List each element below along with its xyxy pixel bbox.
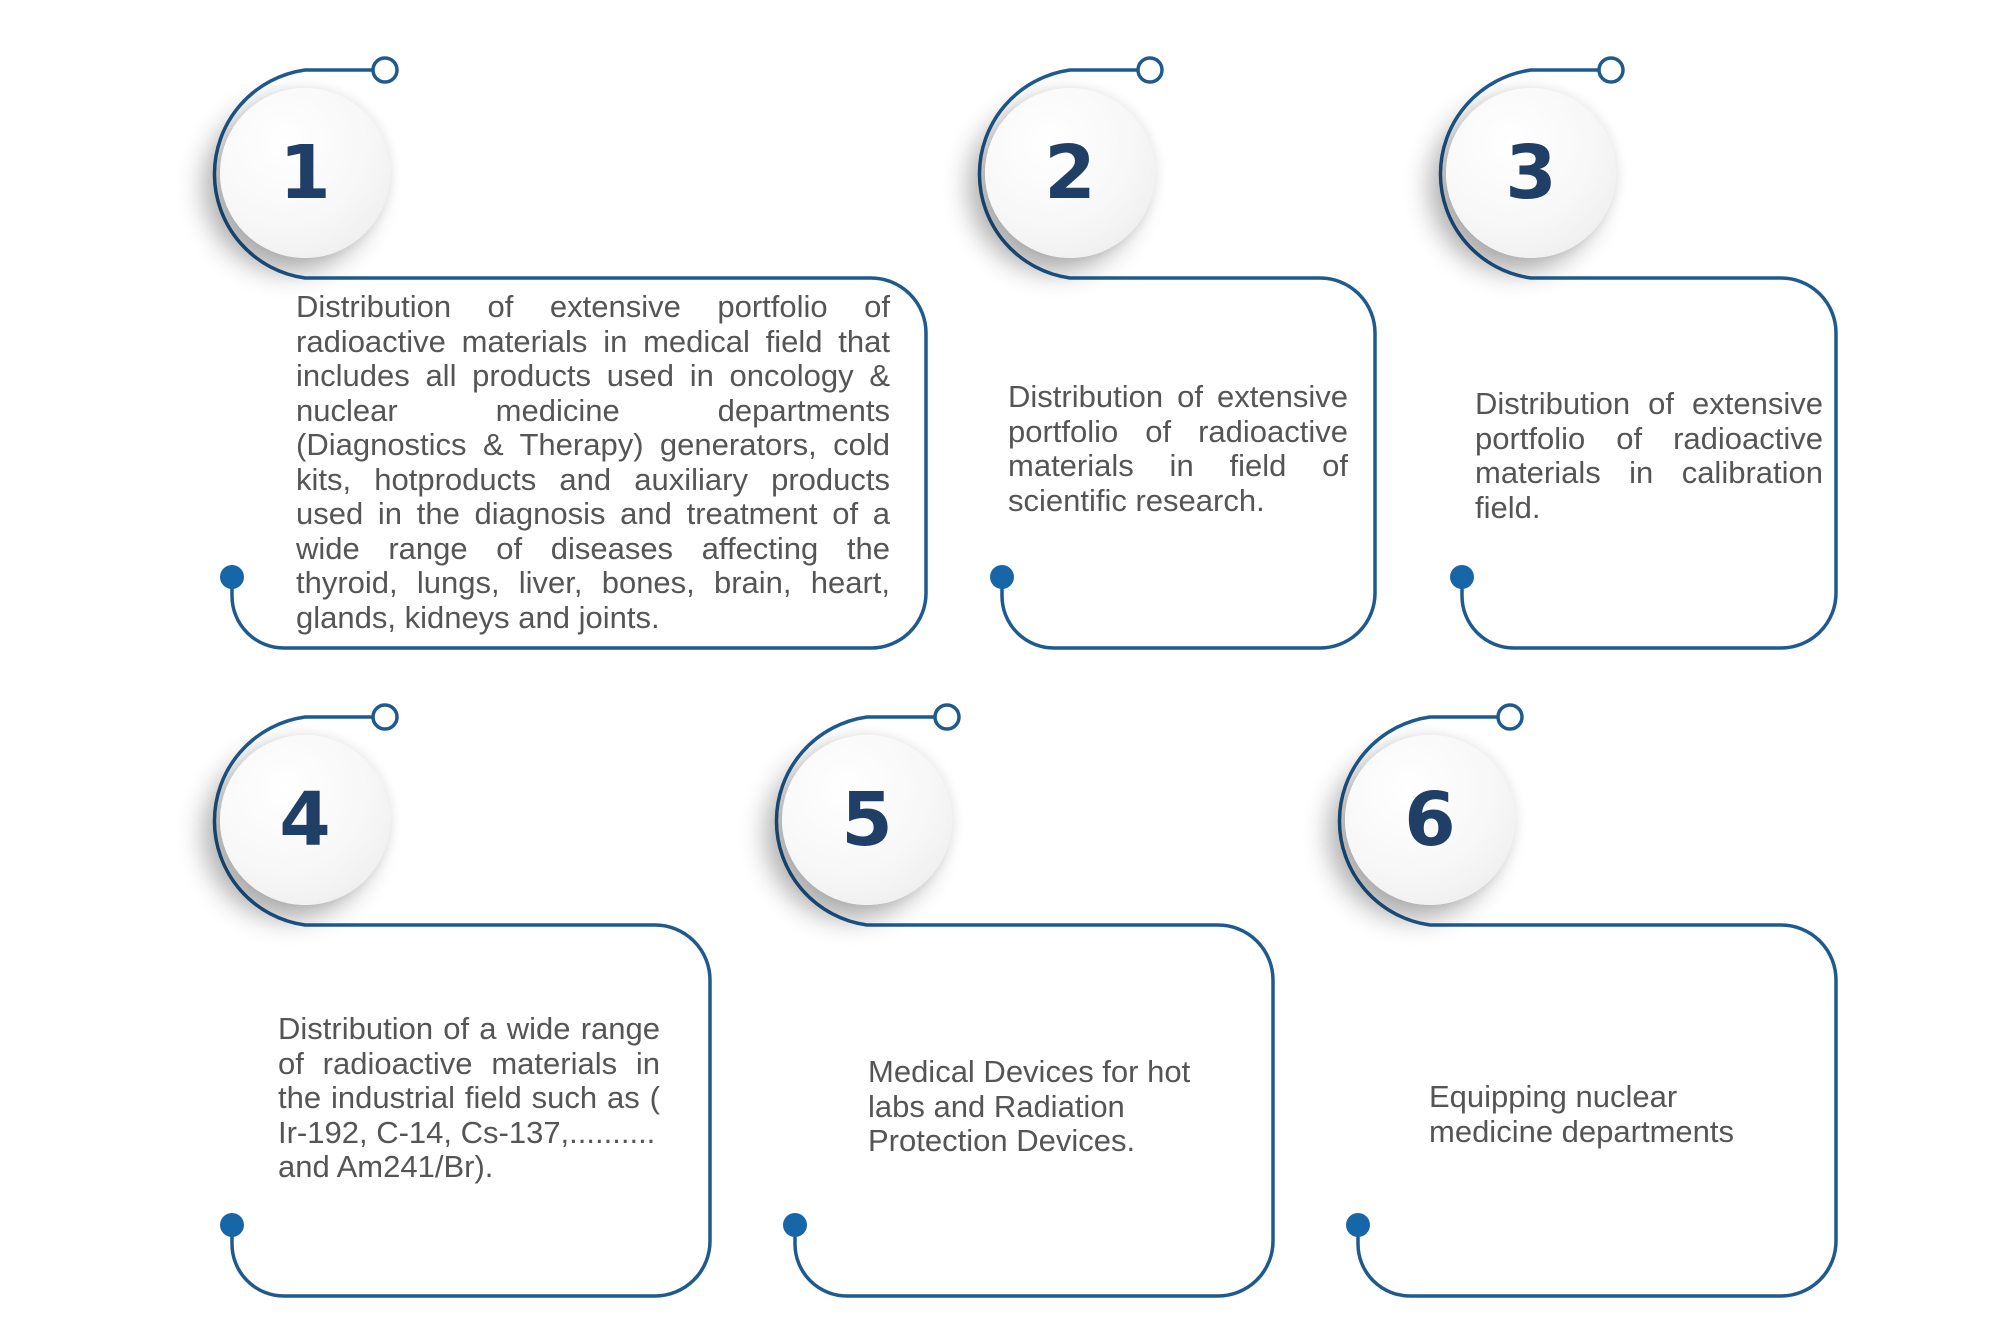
- card-outline-1: [212, 68, 928, 650]
- card-outline-5: [774, 715, 1275, 1298]
- step-number-5: 5: [841, 777, 893, 863]
- card-outline-6: [1337, 715, 1838, 1298]
- card-text-5: Medical Devices for hot labs and Radiati…: [868, 1054, 1191, 1158]
- card-outline-3: [1438, 68, 1838, 650]
- connector-ring-3: [1597, 56, 1625, 84]
- card-outline-2: [977, 68, 1377, 650]
- step-circle-2: 2: [985, 88, 1155, 258]
- connector-dot-1: [220, 565, 244, 589]
- step-circle-1: 1: [220, 88, 390, 258]
- card-text-6: Equipping nuclear medicine departments: [1429, 1079, 1734, 1149]
- connector-dot-2: [990, 565, 1014, 589]
- card-outline-4: [212, 715, 712, 1298]
- step-number-1: 1: [279, 130, 331, 216]
- card-text-3: Distribution of extensive portfolio of r…: [1475, 386, 1823, 525]
- connector-ring-2: [1136, 56, 1164, 84]
- step-number-6: 6: [1404, 777, 1456, 863]
- step-circle-3: 3: [1446, 88, 1616, 258]
- card-text-1: Distribution of extensive portfolio of r…: [296, 289, 890, 635]
- connector-ring-6: [1496, 703, 1524, 731]
- step-circle-4: 4: [220, 735, 390, 905]
- connector-ring-5: [933, 703, 961, 731]
- step-number-2: 2: [1044, 130, 1096, 216]
- connector-ring-4: [371, 703, 399, 731]
- step-number-3: 3: [1505, 130, 1557, 216]
- card-text-2: Distribution of extensive portfolio of r…: [1008, 379, 1348, 518]
- step-number-4: 4: [279, 777, 331, 863]
- step-circle-5: 5: [782, 735, 952, 905]
- connector-dot-4: [220, 1213, 244, 1237]
- connector-ring-1: [371, 56, 399, 84]
- connector-dot-6: [1346, 1213, 1370, 1237]
- connector-dot-3: [1450, 565, 1474, 589]
- step-circle-6: 6: [1345, 735, 1515, 905]
- card-text-4: Distribution of a wide range of radioact…: [278, 1011, 660, 1184]
- connector-dot-5: [783, 1213, 807, 1237]
